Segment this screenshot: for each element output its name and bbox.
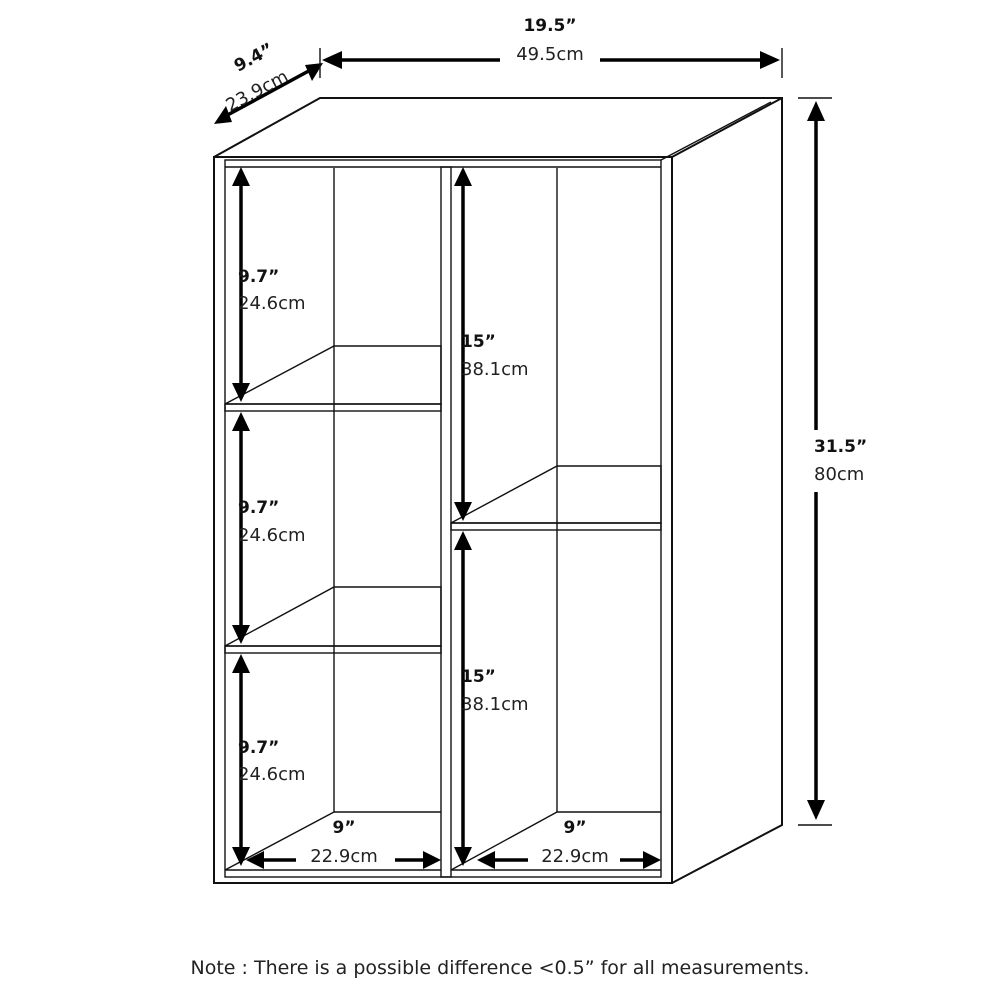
right-compartment-1-arrow (454, 167, 472, 521)
cabinet-outline (213, 97, 783, 884)
right-compartment-1-cm: 38.1cm (461, 359, 529, 380)
right-shelf (450, 465, 662, 531)
left-compartment-1-arrow (232, 167, 250, 402)
depth-inch-label: 9.4” (231, 39, 277, 76)
left-compartment-2-arrow (232, 412, 250, 644)
width-cm-label: 49.5cm (516, 44, 584, 65)
depth-dimension-arrow (214, 63, 323, 124)
right-compartment-2-cm: 38.1cm (461, 694, 529, 715)
height-cm-label: 80cm (814, 464, 864, 485)
right-compartment-1-inch: 15” (461, 332, 496, 352)
height-dimension-arrow (798, 97, 832, 826)
left-inner-width-arrow (246, 851, 441, 869)
width-dimension-arrow (319, 48, 783, 78)
left-compartment-2-inch: 9.7” (238, 498, 279, 518)
depth-cm-label: 23.9cm (222, 66, 291, 116)
left-shelf-2 (224, 586, 442, 654)
left-inner-width-inch: 9” (332, 818, 355, 838)
left-compartment-2-cm: 24.6cm (238, 525, 306, 546)
left-compartment-3-inch: 9.7” (238, 738, 279, 758)
right-compartment-2-inch: 15” (461, 667, 496, 687)
left-compartment-3-cm: 24.6cm (238, 764, 306, 785)
left-shelf-1 (224, 345, 442, 412)
left-inner-width-cm: 22.9cm (310, 846, 378, 867)
measurement-note: Note : There is a possible difference <0… (190, 957, 810, 979)
left-compartment-1-inch: 9.7” (238, 267, 279, 287)
right-inner-width-arrow (477, 851, 661, 869)
left-compartment-1-cm: 24.6cm (238, 293, 306, 314)
right-inner-width-cm: 22.9cm (541, 846, 609, 867)
left-compartment-3-arrow (232, 654, 250, 866)
height-inch-label: 31.5” (814, 437, 867, 457)
right-compartment-2-arrow (454, 531, 472, 866)
width-inch-label: 19.5” (523, 16, 576, 36)
right-inner-width-inch: 9” (563, 818, 586, 838)
